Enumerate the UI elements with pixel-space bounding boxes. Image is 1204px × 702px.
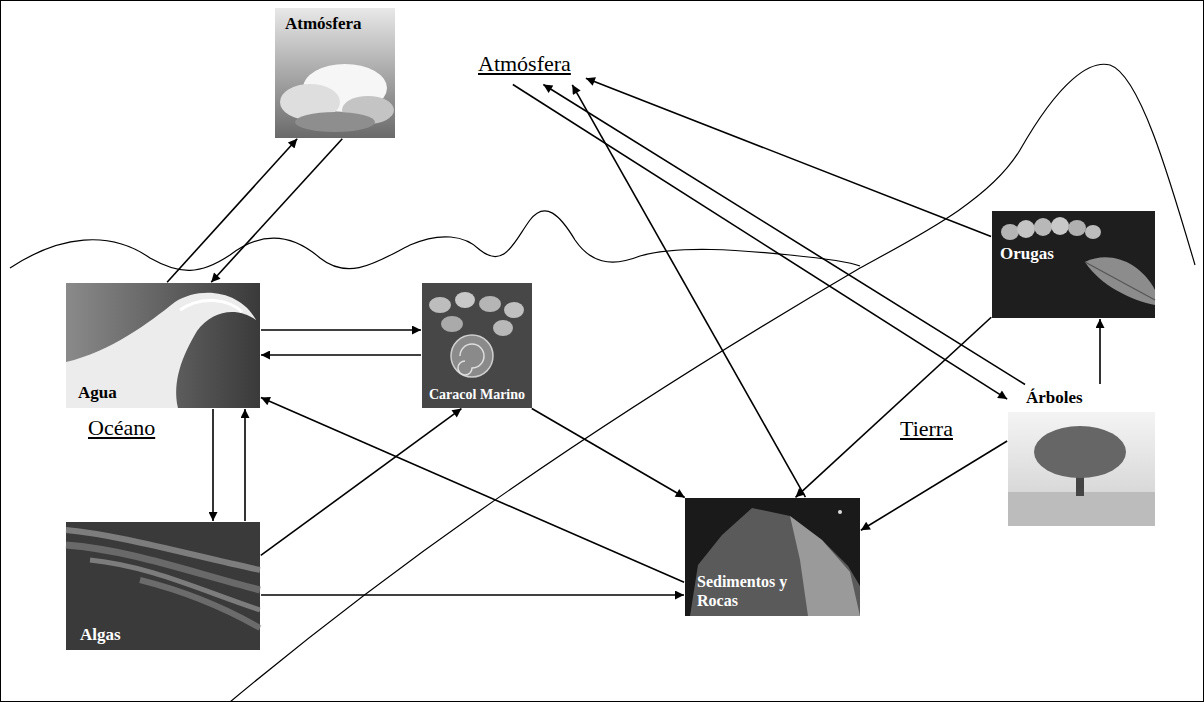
picture-box: Árboles [1008,385,1155,526]
picture-box: Agua [66,283,260,408]
algae-strand [90,560,260,610]
flow-arrow [861,441,1007,530]
flow-arrow [513,85,1007,400]
moon-dot [838,510,842,514]
flow-arrow [532,409,685,498]
algae-picture [66,522,260,650]
flow-arrow [1099,319,1101,384]
node-title: Árboles [1026,388,1083,408]
flow-arrow [211,139,342,283]
shell-shape [429,297,451,313]
tree-picture [1008,412,1155,526]
shell-shape [479,296,501,312]
wave-foam [66,293,256,408]
picture-box: Orugas [992,211,1155,318]
node-title: Atmósfera [478,51,571,76]
shell-shape [441,316,463,332]
spiral-shell [451,335,493,377]
tree-field [1008,492,1155,526]
caterpillar-segment [1034,218,1052,236]
flow-arrow [543,85,1025,385]
flow-arrow [244,409,246,521]
text-node: Atmósfera [466,44,585,84]
flow-arrow [572,85,805,497]
water-ground [66,283,260,408]
sea-surface-line [10,211,860,271]
flow-arrow [261,594,684,596]
algae-strand [140,580,260,628]
caterpillar-ground [992,211,1155,318]
wave-picture [66,283,260,408]
cloud-shadow [295,112,375,132]
sky-picture [275,8,395,138]
caterpillar-segment [1017,220,1035,238]
node-title: Agua [78,383,117,403]
tree-crown [1034,426,1126,478]
node-title: Algas [80,625,121,645]
picture-box: Algas [66,522,260,650]
node-title: Atmósfera [285,14,361,34]
caterpillar-segment [1068,220,1086,236]
flow-arrow [261,409,462,556]
rock-face [790,516,860,616]
tree-sky [1008,412,1155,526]
shell-shape [493,320,513,336]
region-label: Océano [88,415,155,440]
sky-ground [275,8,395,138]
caterpillar-picture [992,211,1155,318]
picture-box: Atmósfera [275,8,395,138]
flow-arrow [212,409,214,521]
shell-shape [504,302,524,318]
node-title: Sedimentos y Rocas [697,573,797,610]
snail-picture [422,283,532,408]
snail-ground [422,283,532,408]
flow-arrow [586,78,991,236]
wave-crest [180,300,242,312]
region-label: Tierra [900,416,953,441]
rock-ground [685,498,860,616]
leaf-vein [1085,262,1155,300]
shell-shape [455,292,475,308]
caterpillar-segment [1001,224,1019,240]
rock-picture [685,498,860,616]
picture-box: Caracol Marino [422,283,532,408]
picture-box: Sedimentos y Rocas [685,498,860,616]
node-title: Caracol Marino [429,387,525,403]
spiral-line [458,344,484,375]
caterpillar-segment [1085,225,1101,239]
leaf-shape [1085,257,1155,305]
algae-ground [66,522,260,650]
flow-arrow [261,329,421,331]
flow-arrow [261,354,421,356]
land-boundary-line [230,64,1195,702]
flow-arrow [261,398,684,583]
rock-shape [690,508,860,616]
caterpillar-segment [1051,217,1069,235]
node-title: Orugas [1000,244,1054,264]
